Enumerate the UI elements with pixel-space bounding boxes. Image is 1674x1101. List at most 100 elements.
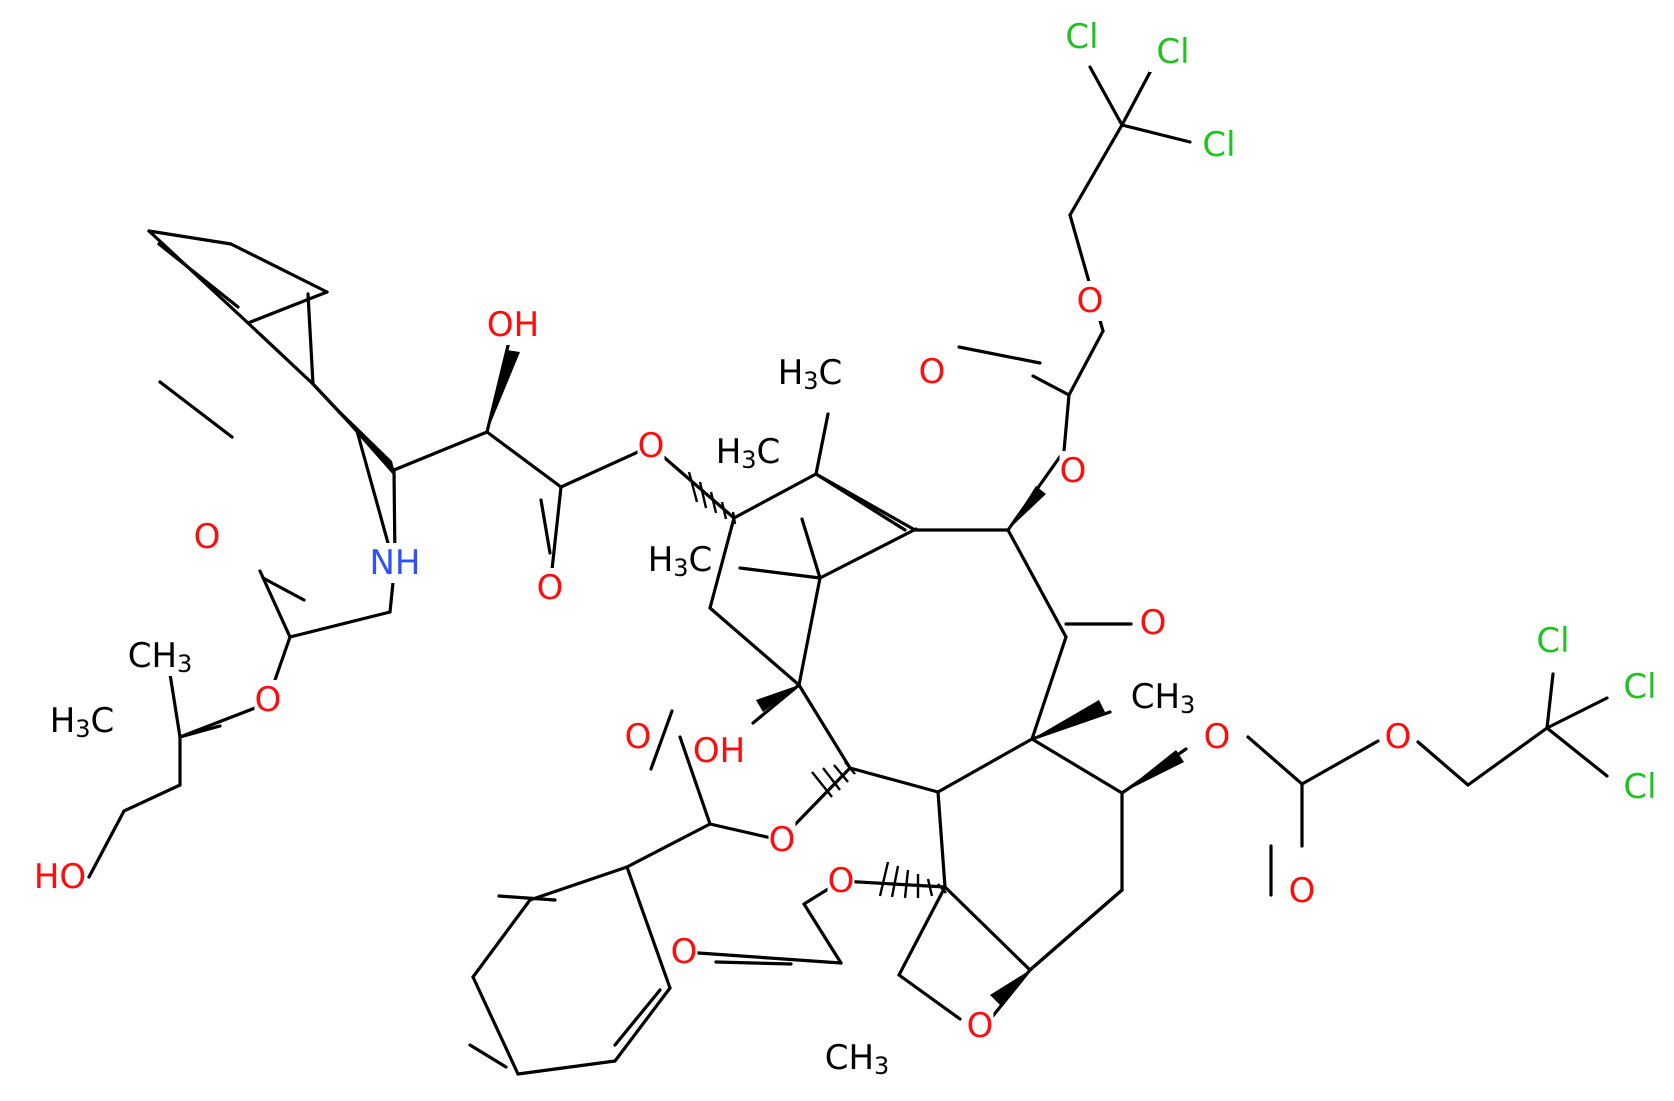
double-bond-line	[468, 1043, 508, 1069]
double-bond-line	[613, 988, 662, 1047]
atom-symbol: O	[1140, 603, 1167, 643]
atom-symbol: Cl	[1623, 667, 1656, 707]
single-bond	[1545, 726, 1609, 778]
single-bond	[1028, 888, 1124, 972]
double-bond-line	[814, 472, 907, 532]
atom-label-cl: Cl	[1149, 32, 1197, 72]
hash-bond	[878, 861, 947, 899]
single-bond	[1088, 65, 1124, 127]
double-bond-line	[306, 292, 315, 386]
atom-symbol: O	[255, 680, 282, 720]
single-bond	[528, 865, 629, 902]
atom-symbol: O	[919, 352, 946, 392]
single-bond	[732, 472, 818, 520]
atom-label-o: O	[1288, 871, 1316, 911]
single-bond	[1246, 735, 1304, 786]
single-bond	[802, 902, 843, 965]
hash-bond	[811, 761, 856, 798]
wedge-bond	[1032, 700, 1105, 739]
single-bond	[625, 865, 672, 990]
single-bond	[1030, 737, 1124, 795]
atom-label-o: O	[966, 1006, 994, 1046]
atom-label-c: CH3	[1128, 677, 1198, 719]
single-bond	[1067, 329, 1105, 397]
atom-symbol: O	[625, 717, 652, 757]
atom-symbol: Cl	[1623, 767, 1656, 807]
wedge-bond	[1122, 750, 1184, 793]
atom-symbol: OH	[487, 305, 539, 345]
single-bond	[516, 1059, 617, 1076]
single-bond	[147, 229, 233, 246]
atom-label-o: O	[637, 426, 665, 466]
atom-symbol: CH3	[825, 1038, 890, 1080]
atom-label-c: CH3	[125, 636, 195, 678]
single-bond	[246, 290, 329, 325]
single-bond	[288, 610, 392, 639]
single-bond	[708, 516, 736, 610]
single-bond	[178, 706, 257, 739]
single-bond	[471, 975, 520, 1076]
atom-symbol: O	[1060, 451, 1087, 491]
atom-symbol: O	[1385, 717, 1412, 757]
atom-label-o: HO	[34, 857, 86, 897]
atom-symbol: O	[194, 517, 221, 557]
double-bond-line	[261, 576, 306, 602]
single-bond	[678, 735, 712, 826]
atom-symbol: CH3	[128, 636, 193, 678]
atom-label-o: OH	[693, 731, 745, 771]
bond-layer	[87, 59, 1609, 1076]
single-bond	[1030, 635, 1068, 741]
wedge-bond	[313, 384, 396, 478]
atom-symbol: Cl	[1202, 125, 1235, 165]
single-bond	[986, 968, 1032, 1024]
atom-label-c: H3C	[645, 540, 715, 582]
atom-label-cl: Cl	[1195, 125, 1243, 165]
atom-symbol: H3C	[648, 540, 713, 582]
single-bond	[1006, 528, 1068, 639]
atom-label-o: O	[768, 820, 796, 860]
atom-symbol: CH3	[1131, 677, 1196, 719]
single-bond	[485, 430, 563, 489]
atom-label-o: O	[193, 517, 221, 557]
atom-symbol: O	[769, 820, 796, 860]
atom-symbol: H3C	[50, 701, 115, 743]
single-bond	[1545, 672, 1555, 730]
atom-label-c: H3C	[47, 701, 117, 743]
single-bond	[1545, 696, 1609, 730]
stereo-bond-layer	[313, 350, 1184, 1005]
atom-symbol: O	[537, 568, 564, 608]
atom-label-o: O	[536, 568, 564, 608]
single-bond	[229, 242, 329, 294]
atom-symbol: OH	[693, 731, 745, 771]
double-bond-line	[157, 242, 240, 309]
atom-symbol: NH	[370, 543, 421, 583]
single-bond	[1466, 726, 1549, 787]
atom-label-o: O	[1203, 717, 1231, 757]
single-bond	[936, 737, 1034, 794]
single-bond	[625, 822, 712, 869]
single-bond	[613, 986, 672, 1063]
single-bond	[258, 569, 292, 639]
atom-label-c: H3C	[775, 353, 845, 395]
atom-symbol: O	[1289, 871, 1316, 911]
single-bond	[751, 683, 801, 725]
single-bond	[797, 576, 822, 687]
single-bond	[897, 973, 962, 1021]
single-bond	[1300, 739, 1380, 786]
single-bond	[1062, 393, 1071, 453]
atom-label-cl: Cl	[1616, 667, 1664, 707]
single-bond	[800, 517, 822, 580]
atom-label-o: O	[670, 932, 698, 972]
atom-symbol: O	[1204, 717, 1231, 757]
wedge-bond	[756, 685, 799, 712]
atom-label-o: O	[1139, 603, 1167, 643]
single-bond	[122, 783, 182, 813]
single-bond	[943, 885, 1032, 972]
single-bond	[1416, 740, 1470, 787]
single-bond	[246, 321, 315, 386]
single-bond	[818, 527, 918, 580]
single-bond	[708, 606, 801, 687]
atom-symbol: Cl	[1536, 621, 1569, 661]
double-bond-line	[714, 960, 793, 966]
